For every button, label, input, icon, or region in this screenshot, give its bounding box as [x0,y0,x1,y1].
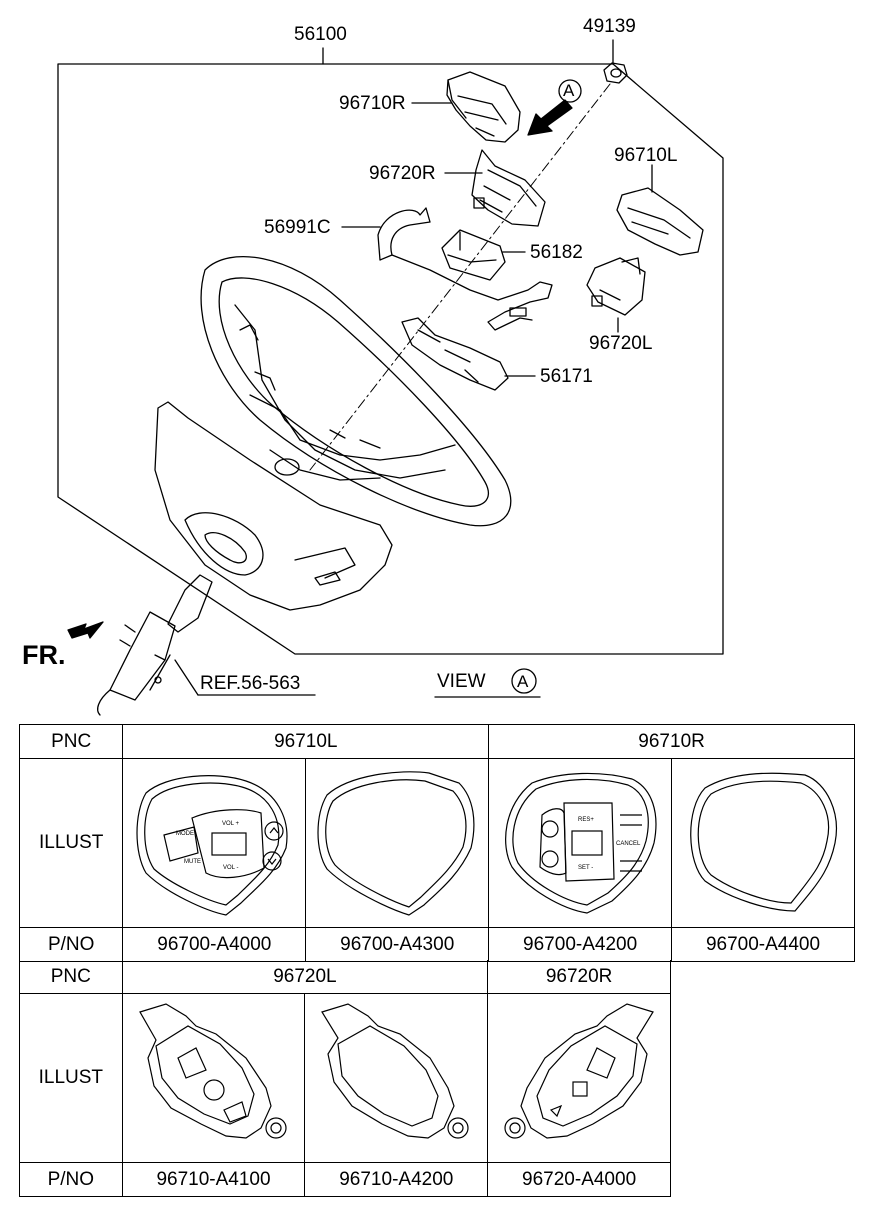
part-96710-a4100: 96710-A4100 [121,1162,306,1197]
parts-table-switches: PNC 96720L 96720R ILLUST [19,960,671,1197]
callout-56171: 56171 [540,366,593,387]
view-label: VIEW [437,671,486,692]
mute-button-text: MUTE [184,859,201,865]
front-label: FR. [22,640,66,670]
view-a-arrow [527,79,582,136]
callout-49139: 49139 [583,16,636,37]
pnc-96720r: 96720R [487,960,671,994]
pno-label: P/NO [18,927,124,962]
pnc-label-2: PNC [19,960,123,994]
leader-ref [174,659,199,696]
cancel-button-text: CANCEL [616,841,641,847]
illust-96700-a4400 [671,758,855,928]
part-96700-a4400: 96700-A4400 [671,927,855,962]
steering-wheel-hub [234,304,456,481]
res-button-text: RES+ [578,817,594,823]
exploded-diagram [57,39,724,716]
steering-lower-cover [154,401,393,611]
steering-column [97,574,213,716]
set-button-text: SET - [578,865,593,871]
switch-96720r [471,149,546,227]
callout-56991c: 56991C [264,217,331,238]
view-marker-a: A [563,81,575,100]
view-a-circle [511,668,537,694]
callout-56100: 56100 [294,24,347,45]
callout-96720l: 96720L [589,333,653,354]
illust-96710-a4200 [304,993,489,1163]
module-56182 [441,229,506,281]
reference-label: REF.56-563 [200,673,301,694]
front-arrow [67,621,104,639]
part-96700-a4000: 96700-A4000 [122,927,307,962]
callout-56182: 56182 [530,242,583,263]
centerline [309,83,611,471]
pnc-96710r: 96710R [488,724,855,759]
part-96720-a4000: 96720-A4000 [487,1162,671,1197]
vol-down-text: VOL - [223,865,238,871]
illust-label: ILLUST [18,758,124,928]
pno-label-2: P/NO [19,1162,123,1197]
callout-96720r: 96720R [369,163,436,184]
illust-96700-a4300 [305,758,490,928]
part-96700-a4200: 96700-A4200 [488,927,673,962]
mode-button-text: MODE [176,831,194,837]
illust-96700-a4000: MODE MUTE VOL + VOL - [122,758,307,928]
illust-96720-a4000 [487,993,671,1163]
view-label-marker: A [517,672,529,691]
illust-label-2: ILLUST [19,993,123,1163]
parts-table-switch-covers: PNC 96710L 96710R ILLUST MODE MUTE VOL +… [18,724,855,962]
switch-cover-96710l [616,187,704,256]
switch-cover-96710r [446,71,521,143]
switch-96720l [586,257,646,316]
clip-56991c [377,207,553,331]
vol-up-text: VOL + [222,821,239,827]
illust-96700-a4200: RES+ SET - CANCEL [488,758,673,928]
nut-49139 [603,62,628,84]
part-96700-a4300: 96700-A4300 [305,927,490,962]
pnc-label: PNC [18,724,124,759]
callout-96710r: 96710R [339,93,406,114]
pnc-96720l: 96720L [121,960,489,994]
callout-96710l: 96710L [614,145,678,166]
bracket-56171 [401,317,509,391]
steering-wheel-rim [200,256,512,527]
part-96710-a4200: 96710-A4200 [304,1162,489,1197]
pnc-96710l: 96710L [122,724,490,759]
illust-96710-a4100 [121,993,306,1163]
